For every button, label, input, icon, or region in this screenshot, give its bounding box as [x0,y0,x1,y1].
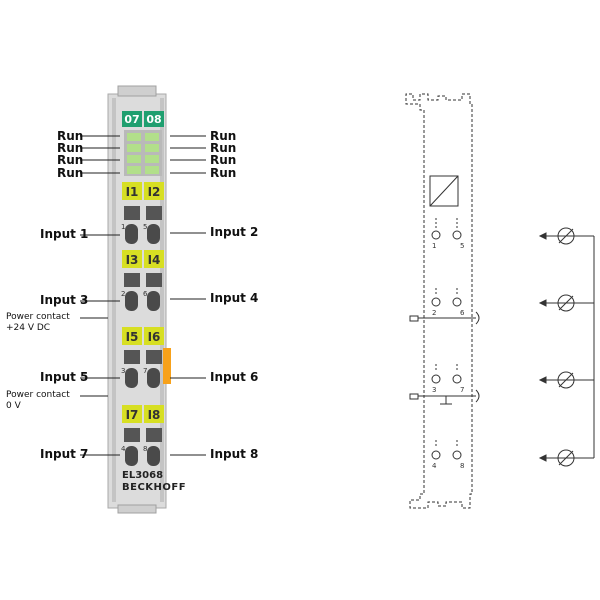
power-rail-0v [409,389,480,405]
led-07 [122,111,142,127]
spring-contact-1[interactable] [125,224,138,244]
input-5-label: Input 5 [40,370,88,384]
run-label-3: Run [57,153,83,167]
spring-contact-4[interactable] [147,291,160,311]
spring-contact-8[interactable] [147,446,160,466]
channel-label-i5: I5 [126,330,139,344]
power-rail-24v [409,311,480,325]
channel-label-i4: I4 [148,253,161,267]
schematic-pin-pair-3 [431,364,462,384]
schematic-pin-8: 8 [460,462,464,470]
module-top-latch [117,85,157,97]
channel-label-i2: I2 [148,185,161,199]
callout-lines [80,135,206,456]
power-0v-label-line2: 0 V [6,401,22,411]
sensor-1 [538,227,594,245]
pin-label-7: 7 [143,367,147,375]
schematic-pin-pair-2 [431,288,462,307]
spring-contact-6[interactable] [147,368,160,388]
channel-label-i3: I3 [126,253,139,267]
sensor-wiring [538,227,595,467]
power-24v-label-line1: Power contact [6,312,70,322]
run-label-7: Run [210,153,236,167]
schematic-outline [405,93,473,509]
input-7-label: Input 7 [40,447,88,461]
channel-label-i7: I7 [126,408,139,422]
sensor-2 [538,294,594,312]
pin-label-5: 5 [143,223,147,231]
channel-group-1: I1 I2 1 5 [121,182,164,244]
pin-label-8: 8 [143,445,147,453]
pin-label-1: 1 [121,223,125,231]
run-led-left-column [127,133,141,174]
module-brand: BECKHOFF [122,482,186,493]
module-model: EL3068 [122,470,163,481]
input-2-label: Input 2 [210,225,258,239]
channel-label-i8: I8 [148,408,161,422]
input-4-label: Input 4 [210,291,258,305]
schematic-pin-2: 2 [432,309,436,317]
run-label-8: Run [210,166,236,180]
run-label-5: Run [210,129,236,143]
run-label-2: Run [57,141,83,155]
run-label-4: Run [57,166,83,180]
led-08 [144,111,164,127]
schematic-pin-1: 1 [432,242,436,250]
power-24v-label-line2: +24 V DC [6,323,50,333]
schematic-pin-5: 5 [460,242,464,250]
channel-label-i1: I1 [126,185,139,199]
pin-label-3: 3 [121,367,125,375]
schematic-pin-3: 3 [432,386,436,394]
power-0v-label-line1: Power contact [6,390,70,400]
schematic-pin-4: 4 [432,462,437,470]
input-3-label: Input 3 [40,293,88,307]
power-contact-bar [163,348,171,384]
input-1-label: Input 1 [40,227,88,241]
sensor-4 [538,449,594,467]
channel-group-2: I3 I4 2 6 [121,250,164,311]
schematic-pin-pair-4 [431,440,462,460]
led-07-label: 07 [124,113,139,126]
schematic-pin-6: 6 [460,309,465,317]
terminal-module: 07 08 I1 I2 1 5 [107,85,186,514]
channel-group-4: I7 I8 4 8 [121,405,164,466]
spring-contact-2[interactable] [147,224,160,244]
channel-group-3: I5 I6 3 7 [121,327,164,388]
schematic-pin-pair-1 [431,218,462,240]
input-6-label: Input 6 [210,370,258,384]
pin-label-4: 4 [121,445,126,453]
callout-labels: Run Run Run Run Run Run Run Run Input 1 … [6,129,258,461]
spring-contact-5[interactable] [125,368,138,388]
run-led-right-column [145,133,159,174]
spring-contact-7[interactable] [125,446,138,466]
run-label-6: Run [210,141,236,155]
module-bottom-latch [117,504,157,514]
pin-label-2: 2 [121,290,125,298]
led-08-label: 08 [146,113,161,126]
input-8-label: Input 8 [210,447,258,461]
channel-label-i6: I6 [148,330,161,344]
schematic-pin-7: 7 [460,386,464,394]
pin-label-6: 6 [143,290,148,298]
schematic [405,93,480,509]
sensor-3 [538,371,594,389]
converter-symbol [429,175,459,207]
run-label-1: Run [57,129,83,143]
schematic-pin-labels: 1 5 2 6 3 7 4 8 [432,242,465,470]
spring-contact-3[interactable] [125,291,138,311]
